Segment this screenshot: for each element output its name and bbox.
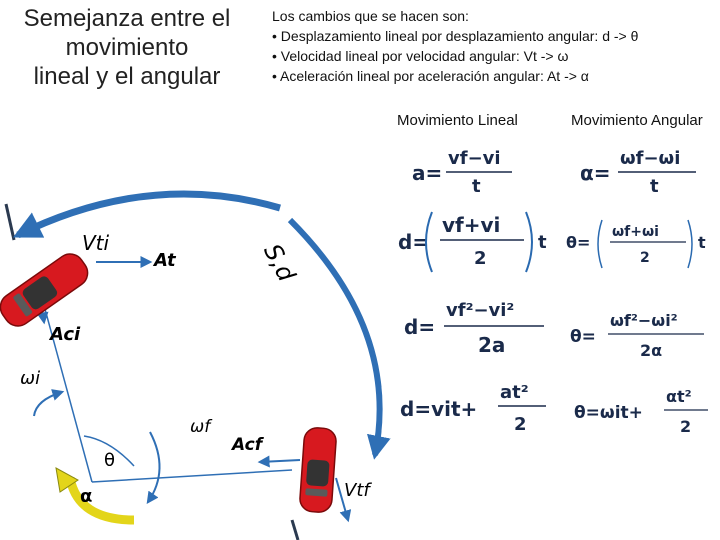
label-vtf: Vtf xyxy=(344,480,372,501)
svg-text:d=: d= xyxy=(398,230,429,254)
svg-text:a=: a= xyxy=(412,161,442,185)
motion-diagram: Vti At S,d Aci ωi ωf Acf Vtf θ α a= vf−v… xyxy=(0,148,708,540)
linear-formula-displacement-squares: d= vf²−vi² 2a xyxy=(404,300,544,357)
final-velocity-arrow xyxy=(335,477,352,523)
svg-text:ωf−ωi: ωf−ωi xyxy=(620,148,680,169)
car-final xyxy=(299,427,337,513)
label-theta: θ xyxy=(104,450,115,471)
svg-text:θ=: θ= xyxy=(566,233,590,252)
svg-text:d=vit+: d=vit+ xyxy=(400,397,477,421)
arc-arrow-right xyxy=(287,217,391,460)
svg-text:ωf²−ωi²: ωf²−ωi² xyxy=(610,311,678,330)
angular-formula-displacement-avg: θ= ωf+ωi 2 t xyxy=(566,219,706,269)
angular-column-header: Movimiento Angular xyxy=(571,112,703,129)
linear-formula-displacement-avg: d= vf+vi 2 t xyxy=(398,211,547,273)
angular-formula-displacement-squares: θ= ωf²−ωi² 2α xyxy=(570,311,704,360)
change-item-acceleration: • Aceleración lineal por aceleración ang… xyxy=(272,68,589,84)
start-marker-line xyxy=(4,203,16,241)
car-initial xyxy=(0,253,89,327)
omega-initial-arc xyxy=(33,389,65,417)
label-aci: Aci xyxy=(48,324,81,345)
svg-text:t: t xyxy=(538,232,547,253)
alpha-arrow xyxy=(65,476,135,525)
title-line-2: movimiento xyxy=(65,34,189,61)
svg-text:2α: 2α xyxy=(640,341,662,360)
label-alpha: α xyxy=(80,486,92,507)
svg-text:vf²−vi²: vf²−vi² xyxy=(446,300,514,321)
alpha-arrow-head xyxy=(55,467,79,493)
angular-formula-acceleration: α= ωf−ωi t xyxy=(580,148,696,197)
changes-lead: Los cambios que se hacen son: xyxy=(272,8,469,24)
svg-text:t: t xyxy=(650,176,659,197)
change-item-velocity: • Velocidad lineal por velocidad angular… xyxy=(272,48,569,64)
centripetal-accel-arrow-final xyxy=(257,455,301,468)
svg-text:2: 2 xyxy=(640,250,650,266)
svg-text:2: 2 xyxy=(680,417,691,436)
omega-final-arc xyxy=(146,431,161,504)
end-marker-line xyxy=(290,519,300,540)
changes-list: Los cambios que se hacen son: • Desplaza… xyxy=(272,6,718,86)
angular-formula-displacement-time: θ=ωit+ αt² 2 xyxy=(574,387,708,436)
svg-text:2: 2 xyxy=(474,248,487,269)
label-acf: Acf xyxy=(230,435,265,455)
label-at: At xyxy=(152,250,177,271)
label-vti: Vti xyxy=(82,231,110,255)
svg-text:at²: at² xyxy=(500,382,529,403)
radius-initial-line xyxy=(41,297,93,483)
svg-text:t: t xyxy=(698,233,706,252)
svg-text:2: 2 xyxy=(514,414,527,435)
title-line-3: lineal y el angular xyxy=(33,63,221,90)
svg-text:vf+vi: vf+vi xyxy=(442,213,500,237)
title-line-1: Semejanza entre el xyxy=(23,5,231,32)
svg-text:θ=ωit+: θ=ωit+ xyxy=(574,403,643,423)
svg-text:ωf+ωi: ωf+ωi xyxy=(612,224,659,240)
label-omega-f: ωf xyxy=(190,417,213,437)
svg-text:α=: α= xyxy=(580,161,611,185)
radius-final-line xyxy=(91,469,293,483)
svg-text:d=: d= xyxy=(404,315,435,339)
svg-text:θ=: θ= xyxy=(570,327,596,347)
svg-text:2a: 2a xyxy=(478,333,505,357)
linear-formula-displacement-time: d=vit+ at² 2 xyxy=(400,382,546,435)
change-item-displacement: • Desplazamiento lineal por desplazamien… xyxy=(272,28,639,44)
label-sd: S,d xyxy=(258,239,301,286)
theta-arc xyxy=(83,435,135,467)
svg-text:αt²: αt² xyxy=(666,387,692,406)
svg-text:t: t xyxy=(472,176,481,197)
label-omega-i: ωi xyxy=(20,368,40,389)
page-title: Semejanza entre el movimiento lineal y e… xyxy=(2,4,252,91)
arc-arrow-top xyxy=(12,190,281,239)
linear-column-header: Movimiento Lineal xyxy=(397,112,518,129)
linear-formula-acceleration: a= vf−vi t xyxy=(412,148,512,197)
svg-text:vf−vi: vf−vi xyxy=(448,148,501,169)
